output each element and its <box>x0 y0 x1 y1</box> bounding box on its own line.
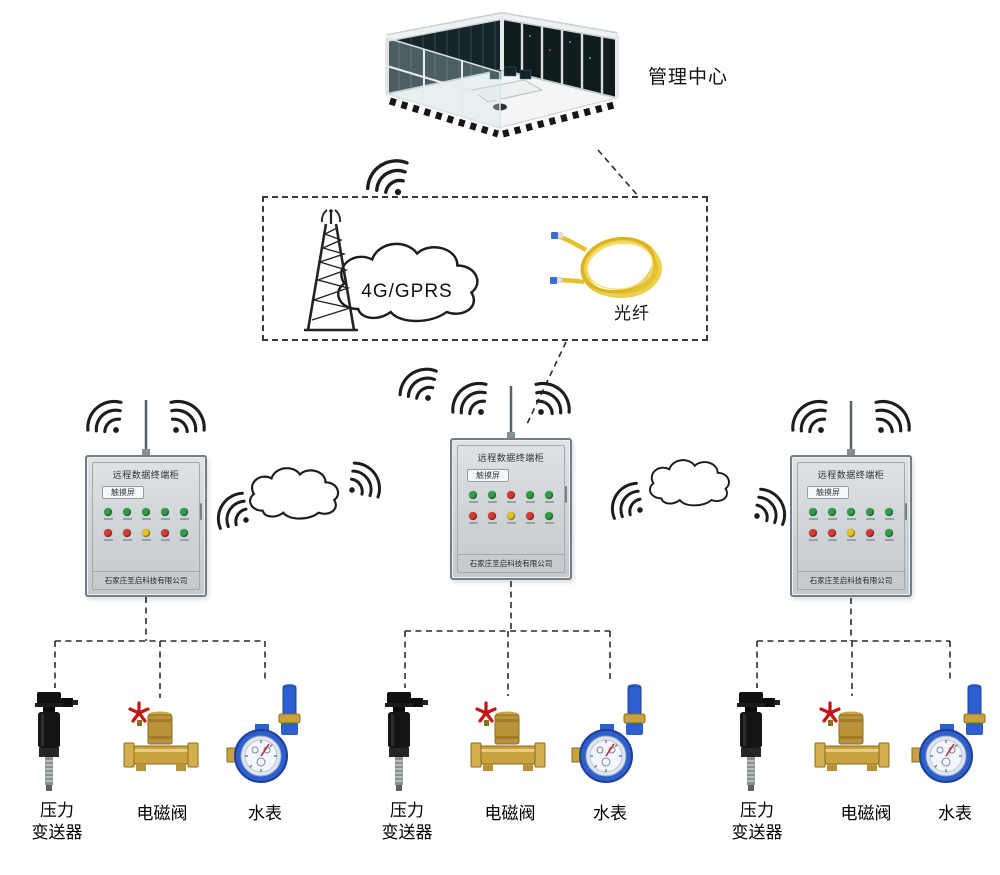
cabinet-panel: 远程数据终端柜 触摸屏 石家庄圣启科技有限公司 <box>797 462 905 590</box>
touchscreen-label: 触摸屏 <box>102 486 144 499</box>
led-row-green <box>458 491 564 503</box>
dashed-links-cabinet1-devices <box>54 597 266 698</box>
wifi-signal-icon <box>451 381 488 416</box>
company-label: 石家庄圣启科技有限公司 <box>458 554 564 569</box>
wifi-signal-icon <box>86 399 123 434</box>
wifi-signal-icon <box>791 399 828 434</box>
cell-tower-icon <box>304 209 358 332</box>
pressure-label-line1: 压力 <box>40 801 74 820</box>
led-row-green <box>93 508 199 520</box>
rtu-cabinet-2: 远程数据终端柜 触摸屏 石家庄圣启科技有限公司 <box>450 438 572 580</box>
solenoid-valve-icon <box>470 701 546 771</box>
management-center-illustration <box>385 11 619 139</box>
dashed-links-cabinet3-devices <box>756 598 951 696</box>
fiber-label: 光纤 <box>614 304 650 323</box>
dashed-link-center-to-network <box>597 149 640 198</box>
solenoid-valve-icon <box>123 701 199 771</box>
management-center-label: 管理中心 <box>648 67 729 88</box>
cabinet-panel: 远程数据终端柜 触摸屏 石家庄圣启科技有限公司 <box>92 462 200 590</box>
wifi-signal-icon <box>754 487 787 526</box>
wifi-signal-icon <box>874 399 911 434</box>
cabinet-title: 远程数据终端柜 <box>477 453 545 463</box>
wifi-signal-icon <box>349 461 381 499</box>
device-label-valve: 电磁阀 <box>136 804 188 823</box>
cellular-network-label: 4G/GPRS <box>361 281 453 302</box>
cabinet-handle <box>905 503 907 520</box>
touchscreen-label: 触摸屏 <box>807 486 849 499</box>
pressure-transmitter-icon <box>737 692 780 791</box>
cloud-icon <box>649 459 730 507</box>
pressure-label-line2: 变送器 <box>381 823 433 843</box>
company-label: 石家庄圣启科技有限公司 <box>798 571 904 586</box>
pressure-transmitter-icon <box>35 692 78 791</box>
cabinet-title: 远程数据终端柜 <box>112 470 180 480</box>
wifi-signal-icon <box>534 381 571 416</box>
company-label: 石家庄圣启科技有限公司 <box>93 571 199 586</box>
device-label-valve: 电磁阀 <box>484 804 536 823</box>
pressure-label-line2: 变送器 <box>31 823 83 843</box>
antenna-cabinet2 <box>507 386 515 439</box>
solenoid-valve-icon <box>814 701 890 771</box>
water-meter-icon <box>911 684 986 783</box>
led-row-status <box>93 529 199 541</box>
device-label-meter: 水表 <box>248 804 282 823</box>
wifi-signal-icon <box>366 159 409 196</box>
led-row-status <box>458 512 564 524</box>
device-label-meter: 水表 <box>593 804 627 823</box>
water-meter-icon <box>226 684 301 783</box>
rtu-cabinet-3: 远程数据终端柜 触摸屏 石家庄圣启科技有限公司 <box>790 455 912 597</box>
fiber-coil-icon <box>550 232 662 299</box>
pressure-transmitter-icon <box>385 692 428 791</box>
wifi-signal-icon <box>216 491 249 530</box>
device-label-pressure: 压力 变送器 <box>715 800 799 844</box>
led-row-green <box>798 508 904 520</box>
network-zone-box <box>262 196 708 341</box>
device-label-pressure: 压力 变送器 <box>365 800 449 844</box>
cabinet-handle <box>200 503 202 520</box>
rtu-cabinet-1: 远程数据终端柜 触摸屏 石家庄圣启科技有限公司 <box>85 455 207 597</box>
water-meter-icon <box>571 684 646 783</box>
device-label-valve: 电磁阀 <box>840 804 892 823</box>
antenna-cabinet3 <box>847 401 855 456</box>
pressure-label-line2: 变送器 <box>731 823 783 843</box>
cabinet-title: 远程数据终端柜 <box>817 470 885 480</box>
device-label-pressure: 压力 变送器 <box>15 800 99 844</box>
cabinet-handle <box>565 486 567 503</box>
device-label-meter: 水表 <box>938 804 972 823</box>
dashed-links-cabinet2-devices <box>404 581 611 696</box>
pressure-label-line1: 压力 <box>740 801 774 820</box>
wifi-signal-icon <box>398 367 438 401</box>
antenna-cabinet1 <box>142 400 150 456</box>
touchscreen-label: 触摸屏 <box>467 469 509 482</box>
led-row-status <box>798 529 904 541</box>
wifi-signal-icon <box>610 481 643 520</box>
cabinet-panel: 远程数据终端柜 触摸屏 石家庄圣启科技有限公司 <box>457 445 565 573</box>
pressure-label-line1: 压力 <box>390 801 424 820</box>
wifi-signal-icon <box>169 399 206 434</box>
cloud-icon <box>249 467 340 520</box>
